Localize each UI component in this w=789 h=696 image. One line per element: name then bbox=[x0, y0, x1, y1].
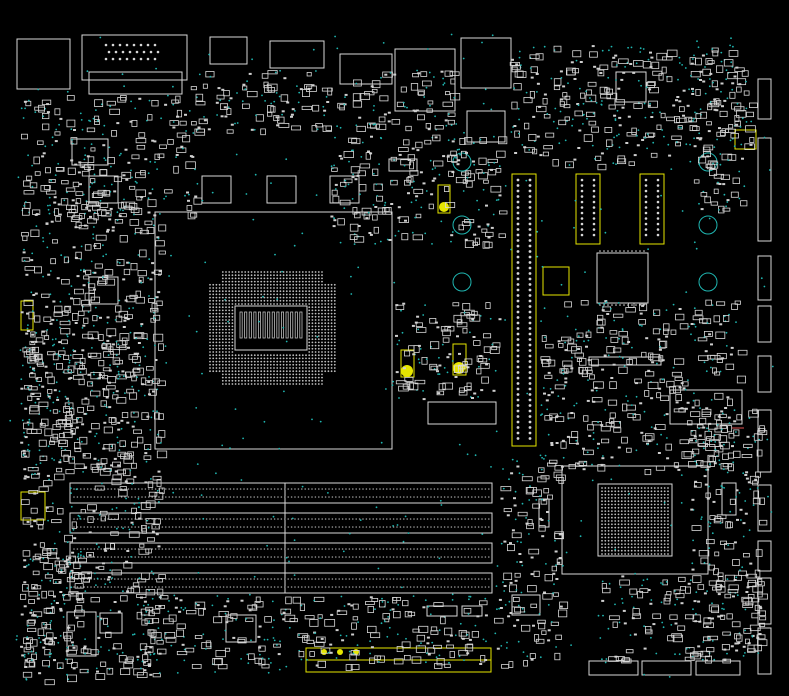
dimm-slots bbox=[69, 482, 493, 594]
dimm-slot-1 bbox=[69, 482, 493, 504]
chipset bbox=[561, 465, 709, 575]
dimm-slot-3 bbox=[69, 542, 493, 564]
io-connector-vga bbox=[81, 34, 188, 81]
super-io-chip bbox=[596, 252, 649, 304]
atx-power-header bbox=[511, 173, 537, 447]
cpu-socket bbox=[154, 211, 393, 450]
cpu-socket-center bbox=[234, 305, 308, 351]
dimm-slot-2 bbox=[69, 512, 493, 534]
io-connector-hdmi bbox=[209, 36, 248, 65]
io-connector-audio bbox=[460, 37, 512, 89]
io-connector-dvi bbox=[269, 40, 325, 69]
dimm-slot-4 bbox=[69, 572, 493, 594]
pin-header-1 bbox=[575, 173, 601, 245]
io-connector-usb bbox=[339, 53, 393, 85]
pin-header-2 bbox=[639, 173, 665, 245]
io-connector-usb-stack bbox=[16, 38, 71, 90]
io-connector-lan bbox=[394, 48, 456, 112]
